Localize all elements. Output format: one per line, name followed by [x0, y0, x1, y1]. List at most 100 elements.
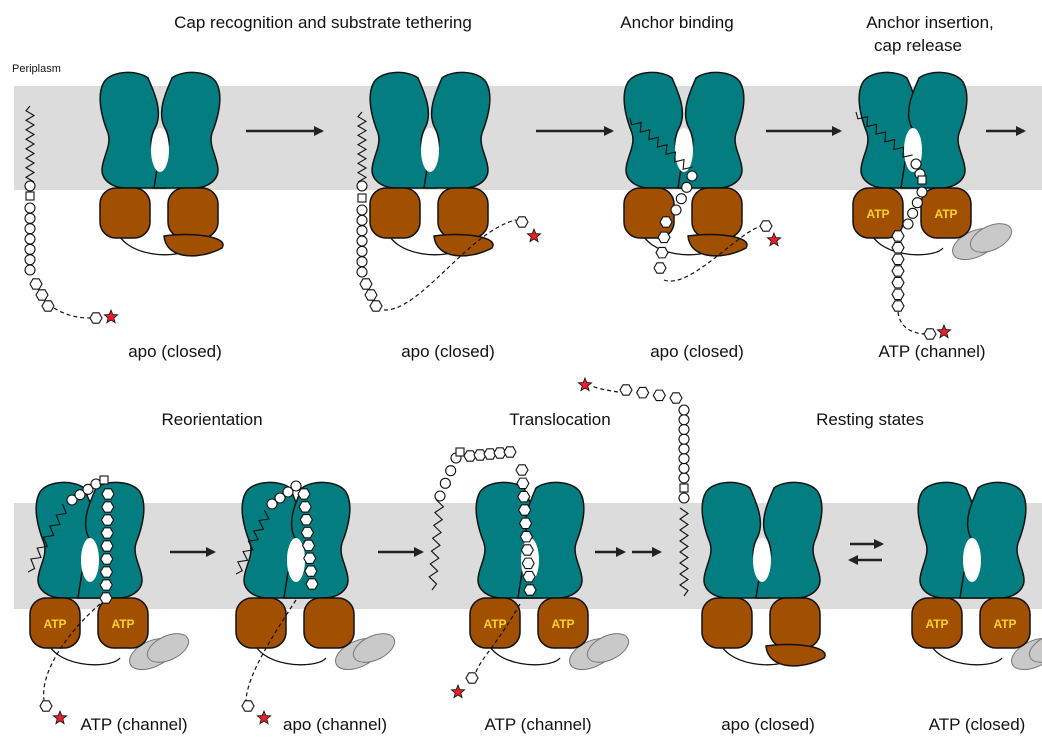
sugar-hexagon — [523, 571, 535, 581]
sugar-hexagon — [656, 247, 668, 257]
cap-star — [451, 685, 464, 698]
sugar-square — [100, 476, 108, 484]
sugar-circle — [446, 466, 456, 476]
sugar-hexagon — [924, 329, 936, 339]
sugar-hexagon — [101, 554, 113, 564]
sugar-circle — [679, 424, 689, 434]
sugar-circle — [679, 463, 689, 473]
sugar-hexagon — [303, 540, 315, 550]
sugar-hexagon — [519, 505, 531, 515]
sugar-circle — [682, 182, 692, 192]
sugar-circle — [25, 234, 35, 244]
sugar-circle — [25, 244, 35, 254]
nbd-left — [236, 598, 286, 648]
channel-cavity — [963, 538, 981, 582]
sugar-hexagon — [620, 385, 632, 395]
sugar-square — [918, 176, 926, 184]
heading-resting-states: Resting states — [816, 410, 924, 429]
sugar-hexagon — [504, 447, 516, 457]
sugar-circle — [357, 215, 367, 225]
state-label: ATP (channel) — [484, 715, 591, 734]
heading-anchor-binding: Anchor binding — [620, 13, 733, 32]
sugar-hexagon — [892, 289, 904, 299]
cap-star — [937, 325, 950, 338]
sugar-circle — [687, 171, 697, 181]
sugar-circle — [357, 181, 367, 191]
sugar-circle — [435, 491, 445, 501]
sugar-circle — [25, 255, 35, 265]
sugar-hexagon — [637, 387, 649, 397]
nbd-right — [304, 598, 354, 648]
sugar-circle — [679, 454, 689, 464]
sugar-hexagon — [102, 502, 114, 512]
periplasm-label: Periplasm — [12, 63, 61, 75]
nbd-right — [770, 598, 820, 648]
sugar-hexagon — [301, 527, 313, 537]
sugar-circle — [908, 208, 918, 218]
nbd-left — [702, 598, 752, 648]
sugar-hexagon — [298, 489, 310, 499]
atp-label: ATP — [925, 617, 948, 631]
sugar-hexagon — [653, 390, 665, 400]
sugar-hexagon — [40, 701, 52, 711]
sugar-square — [680, 484, 688, 492]
state-label: apo (channel) — [283, 715, 387, 734]
sugar-hexagon — [670, 393, 682, 403]
sugar-hexagon — [892, 242, 904, 252]
sugar-hexagon — [36, 290, 48, 300]
nbd-right — [438, 188, 488, 238]
nbd-lobe — [164, 235, 223, 256]
sugar-circle — [357, 257, 367, 267]
sugar-hexagon — [892, 231, 904, 241]
sugar-hexagon — [516, 465, 528, 475]
sugar-circle — [25, 265, 35, 275]
cap-star — [527, 229, 540, 242]
sugar-hexagon — [660, 217, 672, 227]
sugar-hexagon — [300, 515, 312, 525]
cap-star — [104, 310, 117, 323]
sugar-hexagon — [466, 673, 478, 683]
sugar-square — [358, 194, 366, 202]
state-label: apo (closed) — [650, 342, 744, 361]
sugar-circle — [679, 444, 689, 454]
sugar-hexagon — [242, 701, 254, 711]
nbd-right — [168, 188, 218, 238]
sugar-hexagon — [101, 528, 113, 538]
sugar-hexagon — [42, 301, 54, 311]
sugar-circle — [912, 198, 922, 208]
sugar-circle — [357, 205, 367, 215]
atp-label: ATP — [993, 617, 1016, 631]
channel-cavity — [151, 128, 169, 172]
sugar-hexagon — [892, 254, 904, 264]
sugar-hexagon — [520, 518, 532, 528]
atp-label: ATP — [483, 617, 506, 631]
channel-cavity — [421, 128, 439, 172]
sugar-hexagon — [360, 279, 372, 289]
nbd-left — [370, 188, 420, 238]
tether-linker — [54, 308, 92, 318]
tether-linker — [592, 386, 618, 392]
state-label: ATP (channel) — [80, 715, 187, 734]
sugar-circle — [357, 267, 367, 277]
sugar-hexagon — [90, 313, 102, 323]
sugar-circle — [25, 203, 35, 213]
sugar-circle — [679, 405, 689, 415]
sugar-circle — [25, 224, 35, 234]
cap-star — [257, 711, 270, 724]
nbd-left — [624, 188, 674, 238]
sugar-hexagon — [305, 566, 317, 576]
sugar-hexagon — [304, 553, 316, 563]
sugar-hexagon — [299, 502, 311, 512]
sugar-hexagon — [892, 301, 904, 311]
channel-cavity — [287, 538, 305, 582]
sugar-circle — [679, 493, 689, 503]
sugar-hexagon — [101, 567, 113, 577]
sugar-circle — [917, 187, 927, 197]
sugar-hexagon — [100, 580, 112, 590]
sugar-hexagon — [516, 217, 528, 227]
sugar-hexagon — [101, 541, 113, 551]
heading-reorientation: Reorientation — [161, 410, 262, 429]
sugar-hexagon — [517, 478, 529, 488]
sugar-hexagon — [760, 221, 772, 231]
